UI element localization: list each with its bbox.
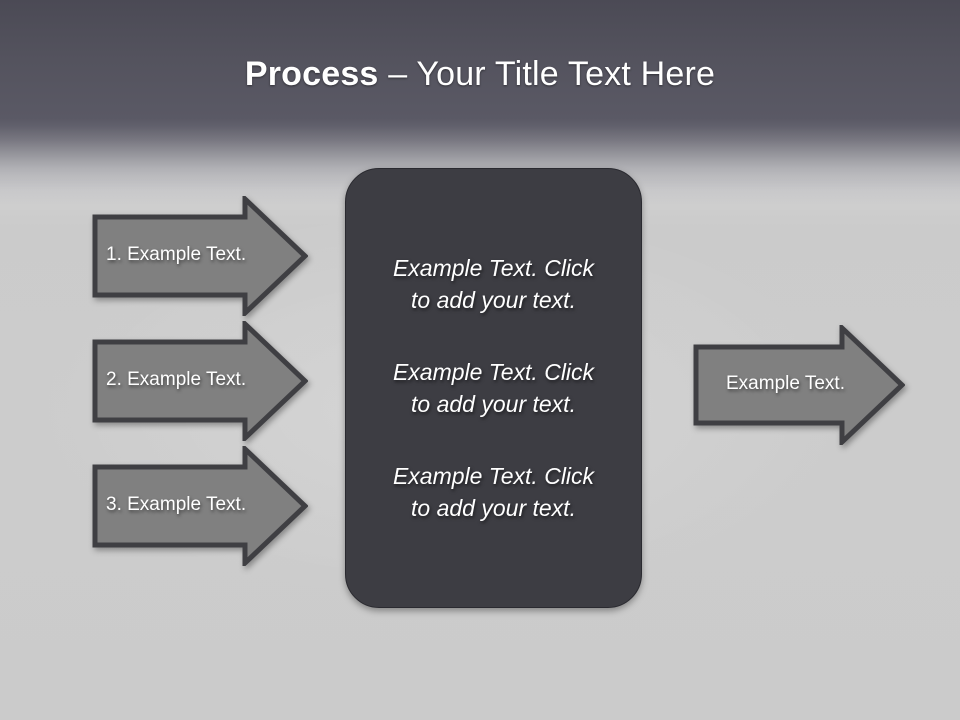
arrow-step-2[interactable]: 2. Example Text. (92, 321, 308, 441)
arrow-shape-icon (693, 325, 905, 445)
process-center-box-text-group: Example Text. Click to add your text. Ex… (346, 169, 641, 607)
arrow-step-1[interactable]: 1. Example Text. (92, 196, 308, 316)
process-center-box[interactable]: Example Text. Click to add your text. Ex… (345, 168, 642, 608)
slide-title: Process – Your Title Text Here (0, 52, 960, 96)
arrow-shape-icon (92, 196, 308, 316)
slide-title-bold: Process (244, 55, 379, 93)
process-text-block-3: Example Text. Click to add your text. (392, 463, 595, 521)
process-text-block-1: Example Text. Click to add your text. (392, 255, 595, 313)
process-text-block-2: Example Text. Click to add your text. (392, 359, 595, 417)
arrow-output[interactable]: Example Text. (693, 325, 905, 445)
arrow-step-2-label: 2. Example Text. (106, 369, 247, 390)
arrow-step-1-label: 1. Example Text. (106, 244, 247, 265)
slide-title-rest: – Your Title Text Here (378, 55, 716, 93)
arrow-shape-icon (92, 321, 308, 441)
arrow-step-3[interactable]: 3. Example Text. (92, 446, 308, 566)
arrow-shape-icon (92, 446, 308, 566)
arrow-output-label: Example Text. (726, 373, 845, 394)
arrow-step-3-label: 3. Example Text. (106, 494, 247, 515)
